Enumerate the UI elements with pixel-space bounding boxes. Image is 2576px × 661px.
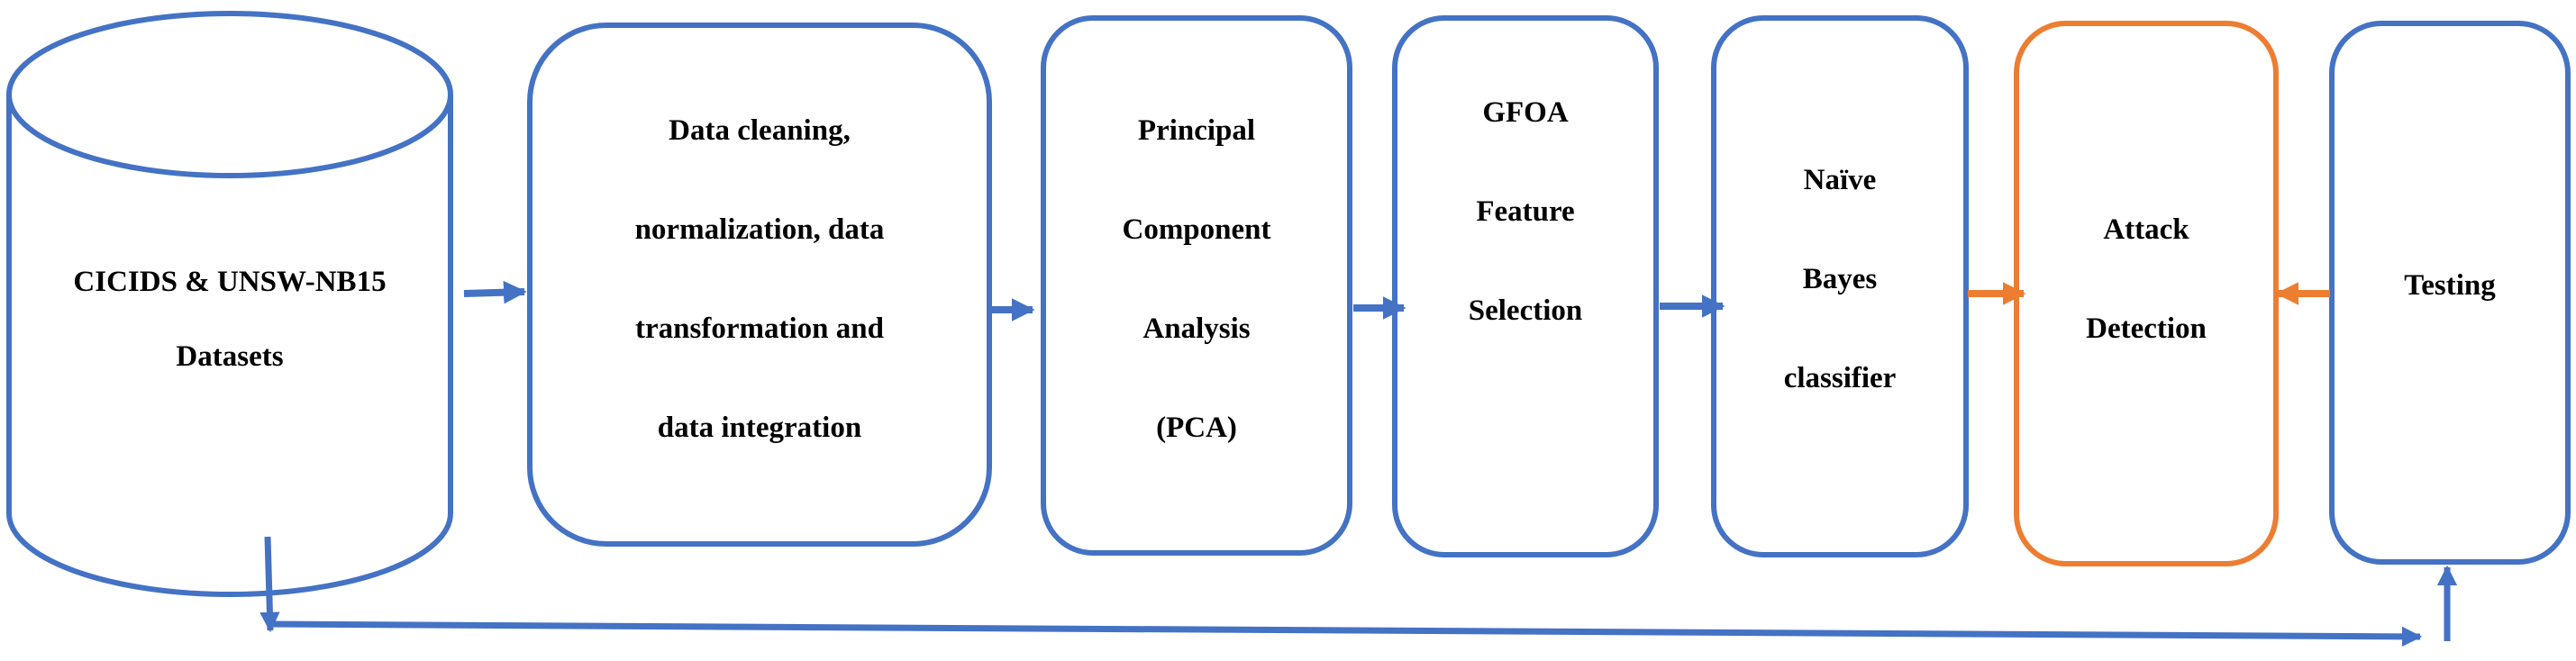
naive-bayes-label-line-2: Bayes (1802, 262, 1878, 295)
datasets-label-line-2: Datasets (176, 340, 284, 373)
loop-arrow-down (259, 536, 280, 633)
pca-label-line-2: Component (1122, 213, 1271, 246)
loop-bottom-line (271, 620, 2423, 647)
gfoa-label: GFOA Feature Selection (1404, 90, 1647, 333)
preprocessing-label-line-4: data integration (657, 411, 862, 444)
gfoa-label-line-2: Feature (1476, 195, 1575, 228)
preprocessing-label-line-3: transformation and (635, 312, 884, 345)
pca-label: Principal Component Analysis (PCA) (1052, 108, 1341, 450)
preprocessing-label-line-1: Data cleaning, (669, 113, 851, 147)
testing-label-line-1: Testing (2404, 268, 2496, 302)
naive-bayes-label-line-3: classifier (1783, 361, 1897, 394)
gfoa-box (1392, 15, 1659, 557)
testing-box (2329, 21, 2571, 565)
arrow-datasets-to-preprocessing (463, 280, 527, 304)
preprocessing-box (527, 23, 992, 547)
datasets-cylinder (6, 11, 453, 597)
preprocessing-label: Data cleaning, normalization, data trans… (559, 108, 960, 450)
gfoa-label-line-1: GFOA (1482, 95, 1569, 129)
naive-bayes-label: Naïve Bayes classifier (1723, 158, 1957, 401)
attack-detection-label-line-1: Attack (2103, 213, 2189, 246)
pca-box (1041, 15, 1352, 556)
pca-label-line-1: Principal (1137, 113, 1256, 147)
naive-bayes-box (1711, 15, 1969, 557)
attack-detection-label-line-2: Detection (2086, 312, 2207, 345)
datasets-label-line-1: CICIDS & UNSW-NB15 (73, 266, 387, 298)
naive-bayes-label-line-1: Naïve (1803, 163, 1877, 196)
pca-label-line-3: Analysis (1142, 312, 1251, 345)
datasets-label: CICIDS & UNSW-NB15 Datasets (18, 225, 441, 414)
pca-label-line-4: (PCA) (1156, 411, 1237, 444)
preprocessing-label-line-2: normalization, data (634, 213, 885, 246)
attack-detection-label: Attack Detection (2025, 207, 2267, 351)
testing-label: Testing (2341, 261, 2559, 310)
gfoa-label-line-3: Selection (1468, 294, 1583, 327)
